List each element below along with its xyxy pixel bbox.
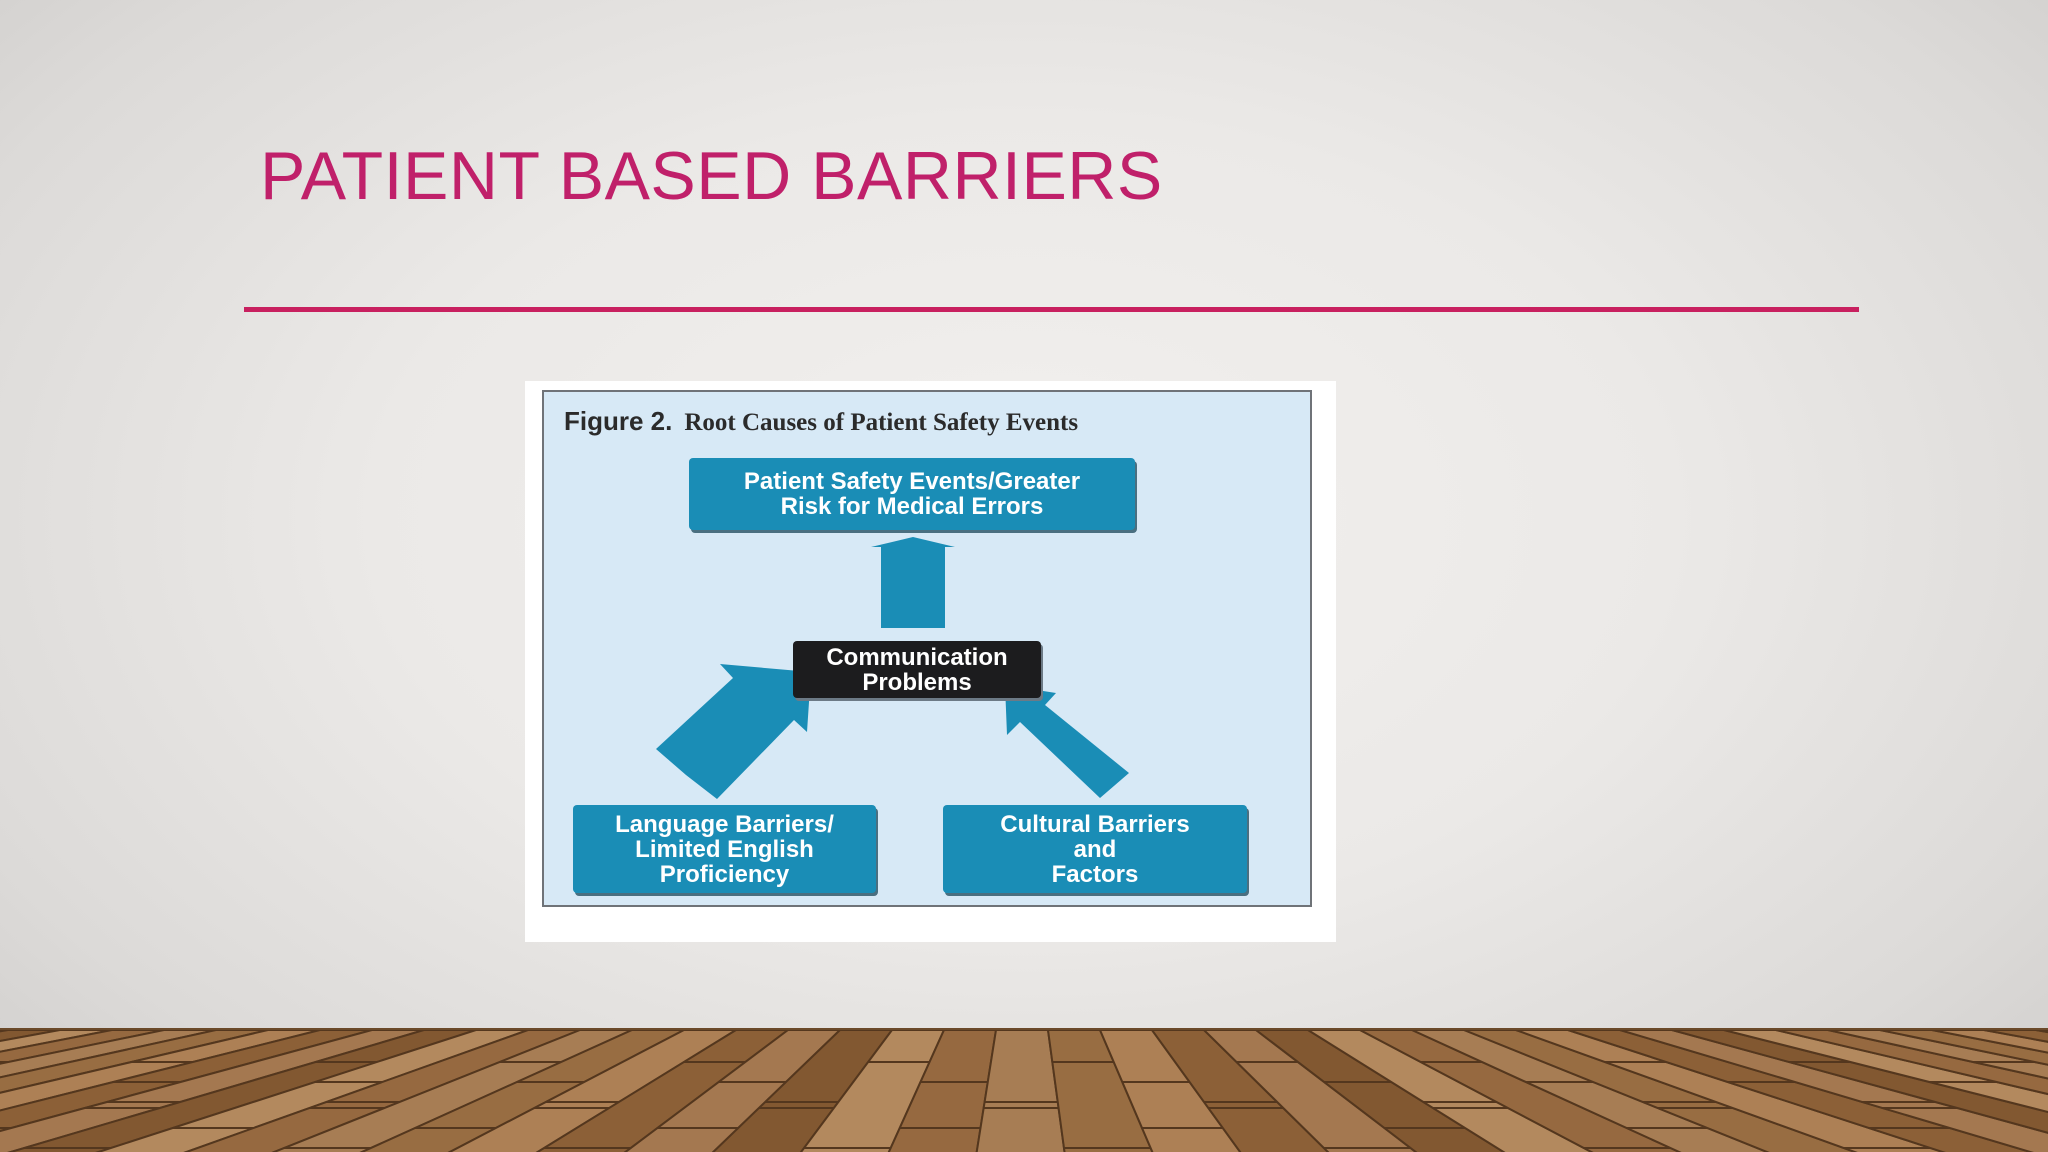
title-divider [244,307,1859,312]
floor-plank [799,1030,946,1152]
figure-caption: Figure 2. Root Causes of Patient Safety E… [564,406,1078,437]
floor-plank [1827,1030,2048,1080]
floor-plank [7,1030,477,1152]
node-cultural-barriers: Cultural Barriers and Factors [943,805,1247,893]
figure-title: Root Causes of Patient Safety Events [684,409,1079,436]
floor-plank [1463,1030,1858,1152]
arrow-left-diagonal [656,664,811,799]
node-label: Patient Safety Events/Greater Risk for M… [743,468,1081,520]
floor-plank [623,1030,842,1152]
diagram-panel: Figure 2. Root Causes of Patient Safety E… [542,390,1312,907]
floor-plank [1671,1030,2048,1134]
floor-plank [1306,1030,1594,1152]
floor-plank [1775,1030,2048,1096]
floor-plank [271,1030,633,1152]
floor-plank [1515,1030,1946,1152]
floor-plank [535,1030,790,1152]
arrow-right-diagonal [1005,685,1129,798]
figure-image: Figure 2. Root Causes of Patient Safety E… [525,381,1336,942]
node-patient-safety-events: Patient Safety Events/Greater Risk for M… [689,458,1135,530]
floor-plank [1411,1030,1770,1152]
node-label: Communication Problems [826,643,1008,696]
floor-plank [95,1030,529,1152]
floor-plank [1619,1030,2048,1152]
node-label: Cultural Barriers and Factors [1000,810,1190,888]
node-language-barriers: Language Barriers/ Limited English Profi… [573,805,876,893]
slide-title: PATIENT BASED BARRIERS [260,138,1163,214]
floor-plank [1150,1030,1330,1152]
floor-plank [359,1030,685,1152]
floor-plank [1202,1030,1418,1152]
floor-plank [887,1030,998,1152]
wood-floor [0,1028,2048,1152]
floor-plank [1098,1030,1242,1152]
floor-plank [2035,1030,2048,1034]
floor-plank [1567,1030,2034,1152]
floor-plank [1983,1030,2048,1043]
floor-plank [1879,1030,2048,1066]
floor-plank [711,1030,894,1152]
floor-shade [0,1030,2048,1152]
diagram-arrows [656,537,1129,799]
node-label: Language Barriers/ Limited English Profi… [615,810,834,888]
floor-plank [183,1030,581,1152]
floor-plank [1359,1030,1682,1152]
arrow-up [871,537,955,628]
node-communication-problems: Communication Problems [793,641,1041,698]
floor-plank [447,1030,738,1152]
figure-label: Figure 2. [564,406,673,436]
floor-plank [1254,1030,1506,1152]
floor-plank [975,1030,1066,1152]
floor-plank [1931,1030,2048,1054]
floor-plank [1046,1030,1154,1152]
wood-floor-texture [0,1030,2048,1152]
floor-plank [1723,1030,2048,1114]
